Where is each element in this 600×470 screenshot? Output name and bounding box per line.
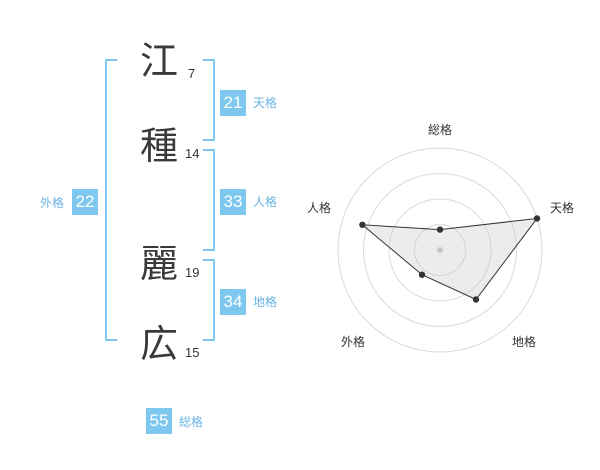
chikaku-bracket [203, 259, 215, 341]
radar-axis-label-0: 総格 [428, 123, 453, 137]
radar-point-0 [436, 226, 444, 233]
gaikaku-label: 外格 [40, 196, 65, 210]
tenkaku-label: 天格 [253, 96, 278, 110]
tenkaku-bracket [203, 59, 215, 141]
stroke-count-3: 19 [185, 265, 200, 280]
radar-axis-label-4: 人格 [307, 201, 332, 215]
radar-area [360, 217, 539, 301]
jinkaku-value: 33 [220, 189, 246, 215]
gaikaku-bracket [105, 59, 117, 341]
stroke-count-4: 15 [185, 345, 200, 360]
radar-axis-label-2: 地格 [512, 335, 537, 349]
gaikaku-value: 22 [72, 189, 98, 215]
radar-ring-4 [337, 147, 543, 353]
tenkaku-value: 21 [220, 90, 246, 116]
jinkaku-label: 人格 [253, 195, 278, 209]
chikaku-value: 34 [220, 289, 246, 315]
radar-ring-1 [414, 224, 466, 276]
radar-ring-2 [388, 198, 492, 302]
stroke-count-2: 14 [185, 146, 200, 161]
name-char-2: 種 [140, 124, 179, 168]
soukaku-value: 55 [146, 408, 172, 434]
radar-center [437, 247, 443, 253]
radar-axis-label-3: 外格 [341, 335, 366, 349]
radar-point-4 [359, 221, 366, 228]
radar-point-3 [418, 271, 426, 278]
name-char-3: 麗 [140, 242, 179, 286]
name-char-1: 江 [140, 39, 179, 83]
radar-point-1 [533, 215, 541, 222]
radar-ring-3 [363, 173, 517, 327]
radar-axis-label-1: 天格 [550, 201, 575, 215]
jinkaku-bracket [203, 149, 215, 251]
name-char-4: 広 [140, 322, 179, 366]
stroke-count-1: 7 [188, 66, 196, 81]
radar-point-2 [472, 296, 480, 303]
chikaku-label: 地格 [253, 295, 278, 309]
soukaku-label: 総格 [179, 415, 204, 429]
